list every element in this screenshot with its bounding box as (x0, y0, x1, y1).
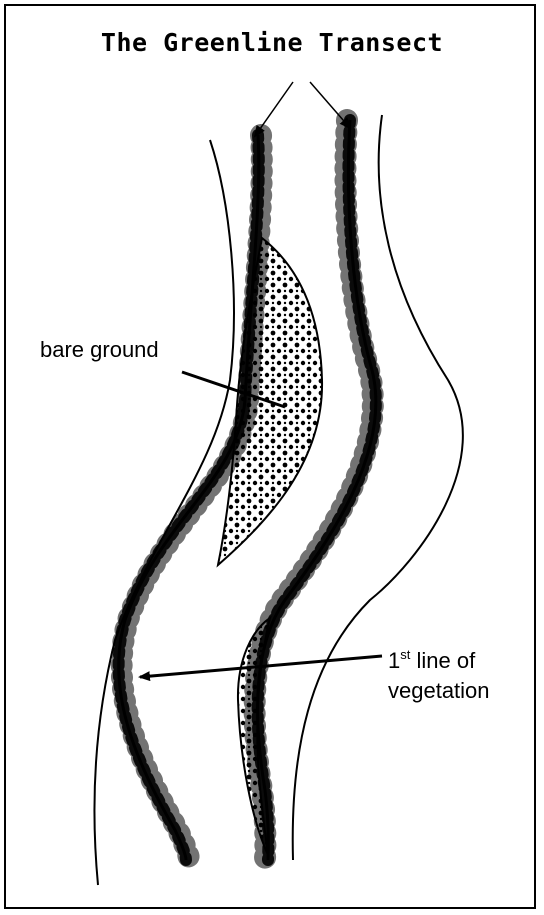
left-outer-bank (94, 140, 234, 885)
bare-ground-label: bare ground (40, 337, 159, 362)
title-arrow-left (255, 82, 293, 136)
vegetation-label: vegetation (388, 678, 490, 703)
first-line-label: 1st line of (388, 647, 476, 673)
title-arrow-right (310, 82, 350, 128)
right-outer-bank (293, 115, 463, 860)
